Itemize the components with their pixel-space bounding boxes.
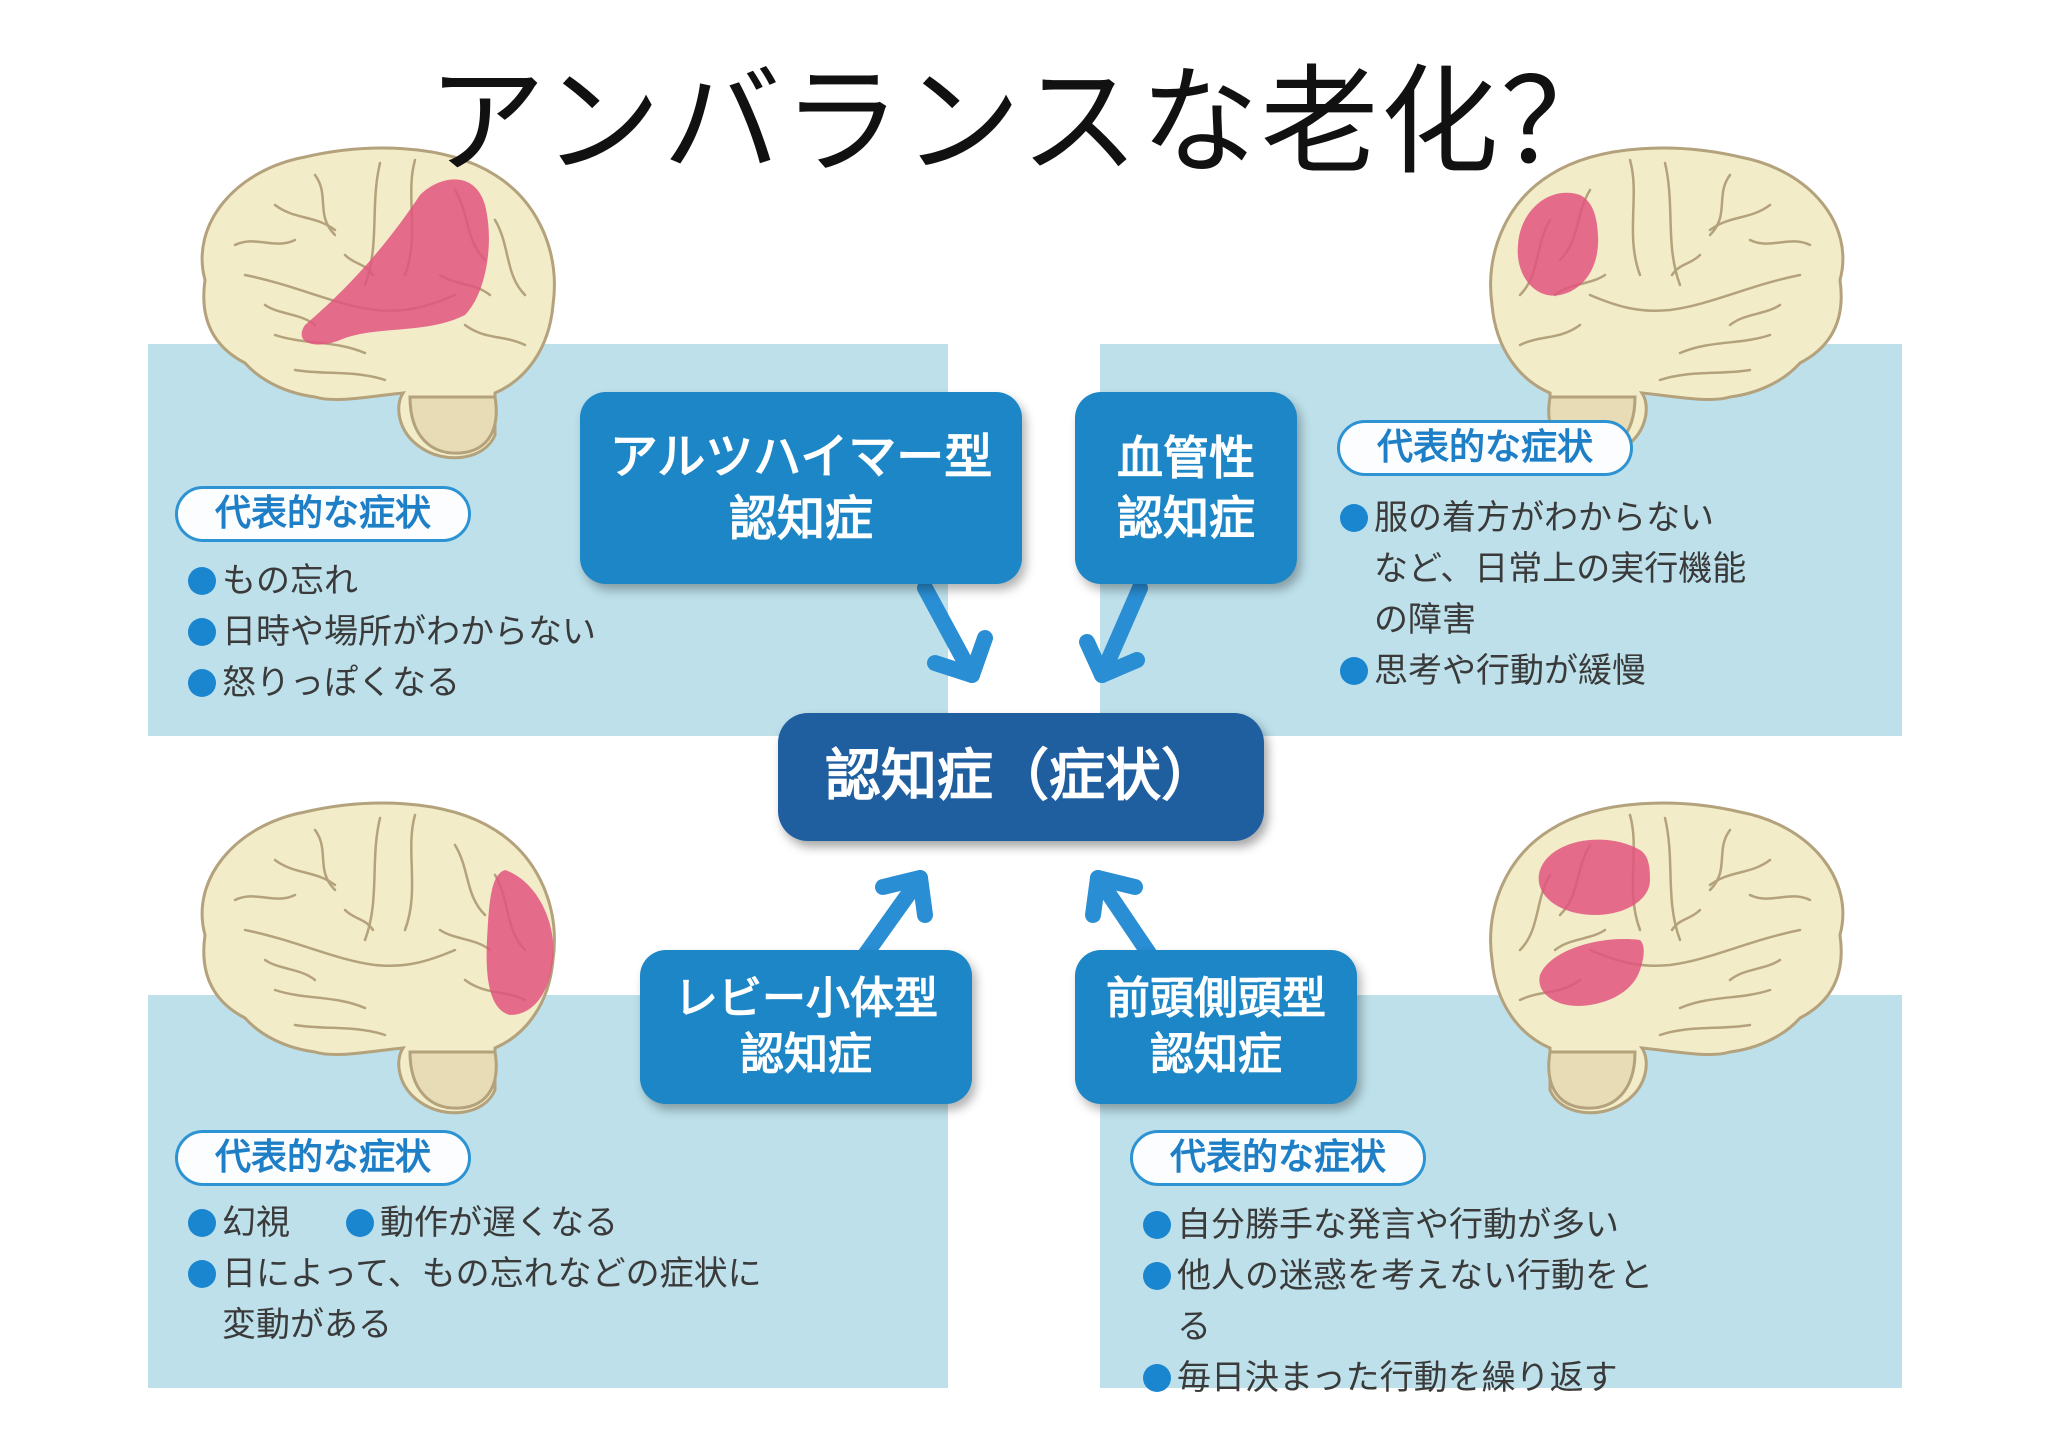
symptom-heading-frontotemporal: 代表的な症状: [1130, 1130, 1426, 1186]
bullet-dot: [1143, 1211, 1171, 1239]
symptom-heading-lewy: 代表的な症状: [175, 1130, 471, 1186]
symptoms-alzheimer: もの忘れ 日時や場所がわからない 怒りっぽくなる: [188, 556, 596, 709]
list-item: 怒りっぽくなる: [188, 658, 596, 709]
brain-vascular-image: [1489, 146, 1845, 460]
bullet-dot: [1340, 504, 1368, 532]
bullet-dot: [188, 1260, 216, 1288]
list-item: 幻視動作が遅くなる: [188, 1198, 762, 1249]
arrow-lewy-to-center: [857, 870, 933, 963]
brain-frontotemporal-image: [1489, 801, 1845, 1115]
symptoms-vascular: 服の着方がわからない など、日常上の実行機能 の障害 思考や行動が緩慢: [1340, 493, 1746, 697]
symptom-heading-alzheimer: 代表的な症状: [175, 486, 471, 542]
bullet-dot: [188, 567, 216, 595]
brain-lewy-image: [200, 801, 556, 1115]
arrow-alzheimer-to-center: [917, 580, 993, 683]
bullet-dot: [188, 618, 216, 646]
type-box-lewy: レビー小体型 認知症: [640, 950, 972, 1104]
list-item: 毎日決まった行動を繰り返す: [1143, 1353, 1653, 1404]
list-item: もの忘れ: [188, 556, 596, 607]
symptoms-lewy: 幻視動作が遅くなる 日によって、もの忘れなどの症状に 変動がある: [188, 1198, 762, 1351]
bullet-dot: [1143, 1364, 1171, 1392]
symptom-heading-vascular: 代表的な症状: [1337, 420, 1633, 476]
list-item: 日時や場所がわからない: [188, 607, 596, 658]
bullet-dot: [346, 1209, 374, 1237]
arrow-frontotemporal-to-center: [1085, 870, 1158, 963]
type-box-frontotemporal: 前頭側頭型 認知症: [1075, 950, 1357, 1104]
bullet-dot: [188, 669, 216, 697]
symptoms-frontotemporal: 自分勝手な発言や行動が多い 他人の迷惑を考えない行動をと る 毎日決まった行動を…: [1143, 1200, 1653, 1404]
bullet-dot: [1340, 657, 1368, 685]
brain-alzheimer-image: [200, 146, 556, 460]
list-item: 他人の迷惑を考えない行動をと: [1143, 1251, 1653, 1302]
bullet-dot: [1143, 1262, 1171, 1290]
list-item: 思考や行動が緩慢: [1340, 646, 1746, 697]
type-box-alzheimer: アルツハイマー型 認知症: [580, 392, 1022, 584]
page-title: アンバランスな老化？: [427, 53, 1621, 191]
list-item: 日によって、もの忘れなどの症状に: [188, 1249, 762, 1300]
list-item: 自分勝手な発言や行動が多い: [1143, 1200, 1653, 1251]
bullet-dot: [188, 1209, 216, 1237]
type-box-vascular: 血管性 認知症: [1075, 392, 1297, 584]
center-box-dementia-symptoms: 認知症（症状）: [778, 713, 1264, 841]
arrow-vascular-to-center: [1079, 580, 1148, 683]
list-item: 服の着方がわからない: [1340, 493, 1746, 544]
